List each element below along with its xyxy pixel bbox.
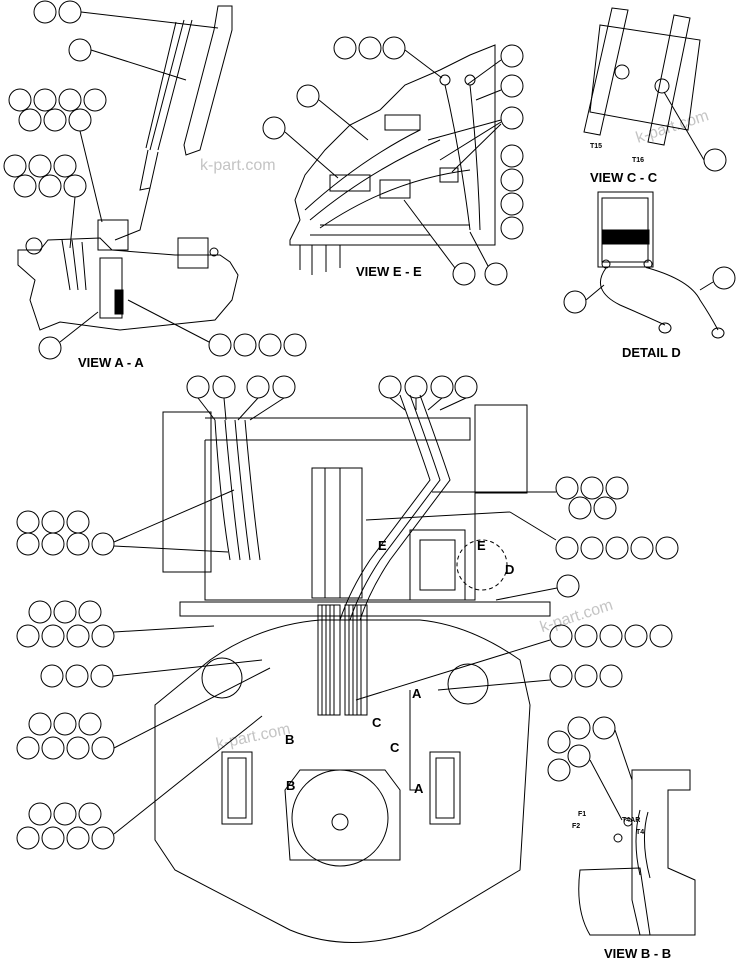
callouts: [3, 0, 736, 850]
section-marker-e-right: E: [477, 538, 486, 553]
watermark: k-part.com: [200, 157, 276, 174]
section-marker-b-upper: B: [285, 732, 294, 747]
detail-marker-d: D: [505, 562, 514, 577]
view-e-section: VIEW E - E: [289, 44, 496, 279]
view-c-section: T15 T16 VIEW C - C: [583, 7, 701, 185]
detail-d-title: DETAIL D: [622, 345, 681, 360]
view-a-section: VIEW A - A: [17, 5, 239, 370]
terminal-t4: T4: [636, 829, 644, 836]
view-b-title: VIEW B - B: [604, 946, 671, 961]
watermark: k-part.com: [215, 721, 292, 753]
watermarks: k-part.com k-part.com k-part.com k-part.…: [200, 107, 711, 753]
terminal-f2: F2: [572, 823, 580, 830]
terminal-t16: T16: [632, 157, 644, 164]
detail-d-section: DETAIL D: [597, 191, 725, 360]
main-assembly: A A B B C C D E E: [154, 394, 551, 943]
view-b-section: F1 F2 T4AR T4 VIEW B - B: [572, 769, 696, 961]
section-marker-c-lower: C: [390, 740, 400, 755]
terminal-t15: T15: [590, 143, 602, 150]
view-a-title: VIEW A - A: [78, 355, 144, 370]
view-c-title: VIEW C - C: [590, 170, 658, 185]
view-e-title: VIEW E - E: [356, 264, 422, 279]
terminal-f1: F1: [578, 811, 586, 818]
terminal-t4ar: T4AR: [622, 817, 640, 824]
section-marker-a-lower: A: [414, 781, 424, 796]
section-marker-e-left: E: [378, 538, 387, 553]
section-marker-b-lower: B: [286, 778, 295, 793]
section-marker-a-upper: A: [412, 686, 422, 701]
section-marker-c-upper: C: [372, 715, 382, 730]
